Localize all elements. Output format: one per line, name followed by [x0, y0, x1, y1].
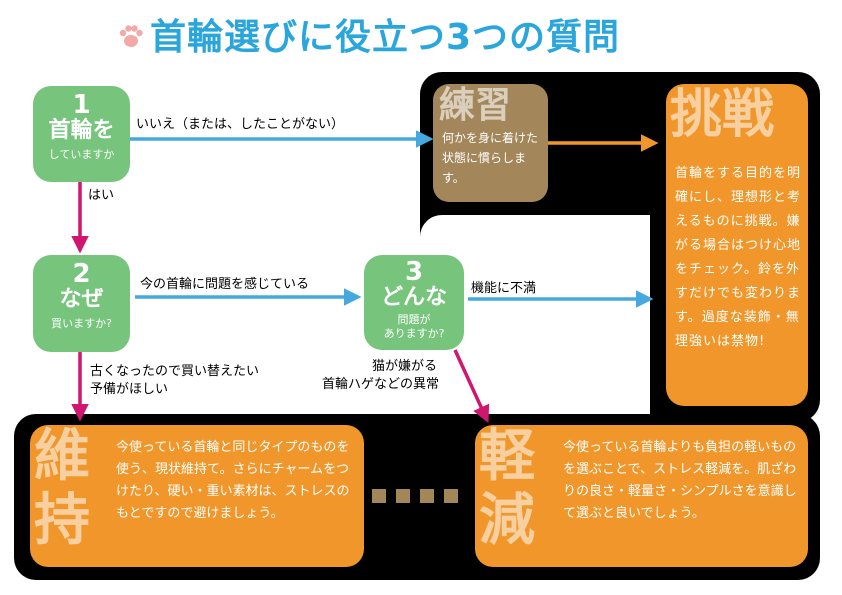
reduce-heading-1: 軽	[479, 425, 535, 489]
maintain-heading-2: 持	[34, 488, 90, 553]
practice-text: 何かを身に着けた状態に慣らします。	[442, 131, 539, 185]
question-2-main: なぜ	[59, 287, 104, 312]
label-q2-other-2: 予備がほしい	[90, 382, 169, 397]
reduce-box: 軽 減 今使っている首輪よりも負担の軽いものを選ぶことで、ストレス軽減を。肌ざわ…	[475, 425, 808, 567]
connector-dash	[420, 489, 434, 503]
question-1-main: 首輪を	[48, 118, 115, 143]
paw-icon	[119, 25, 143, 47]
practice-box: 練習 何かを身に着けた状態に慣らします。	[433, 84, 548, 202]
reduce-heading-2: 減	[479, 488, 535, 553]
question-2-sub: 買いますか?	[51, 317, 112, 330]
question-1-box: 1 首輪を していますか	[33, 86, 130, 182]
question-3-sub-2: ありますか?	[383, 327, 445, 340]
question-3-main: どんな	[380, 285, 447, 310]
question-1-number: 1	[72, 90, 91, 120]
maintain-heading-1: 維	[34, 425, 90, 489]
label-q1-yes: はい	[88, 188, 115, 203]
label-q2-issue: 今の首輪に問題を感じている	[140, 277, 310, 292]
connector-dash	[396, 489, 410, 503]
question-1-sub: していますか	[48, 148, 115, 161]
label-q3-func: 機能に不満	[471, 281, 537, 296]
question-3-number: 3	[404, 257, 424, 287]
connector-dash	[444, 489, 458, 503]
label-q2-other-1: 古くなったので買い替えたい	[90, 364, 260, 379]
question-2-box: 2 なぜ 買いますか?	[33, 255, 130, 352]
challenge-text: 首輪をする目的を明確にし、理想形と考えるものに挑戦。嫌がる場合はつけ心地をチェッ…	[675, 166, 802, 349]
maintain-box: 維 持 今使っている首輪と同じタイプのものを使う、現状維持て。さらにチャームをつ…	[30, 425, 364, 567]
page-title: 首輪選びに役立つ3つの質問	[150, 17, 621, 58]
challenge-box: 挑戦 首輪をする目的を明確にし、理想形と考えるものに挑戦。嫌がる場合はつけ心地を…	[666, 84, 808, 406]
question-3-sub-1: 問題が	[397, 313, 431, 326]
maintain-text: 今使っている首輪と同じタイプのものを使う、現状維持て。さらにチャームをつけたり、…	[116, 440, 350, 521]
challenge-heading: 挑戦	[670, 85, 775, 145]
question-3-box: 3 どんな 問題が ありますか?	[364, 255, 464, 350]
label-q3-cat-2: 首輪ハゲなどの異常	[322, 377, 440, 392]
connector-dash	[372, 489, 386, 503]
label-q3-cat-1: 猫が嫌がる	[372, 359, 438, 374]
label-q1-no: いいえ（または、したことがない）	[136, 117, 345, 132]
arrow-q3-to-reduce	[453, 349, 490, 424]
question-2-number: 2	[72, 259, 91, 289]
practice-heading: 練習	[439, 85, 512, 126]
reduce-text: 今使っている首輪よりも負担の軽いものを選ぶことで、ストレス軽減を。肌ざわりの良さ…	[563, 440, 797, 521]
